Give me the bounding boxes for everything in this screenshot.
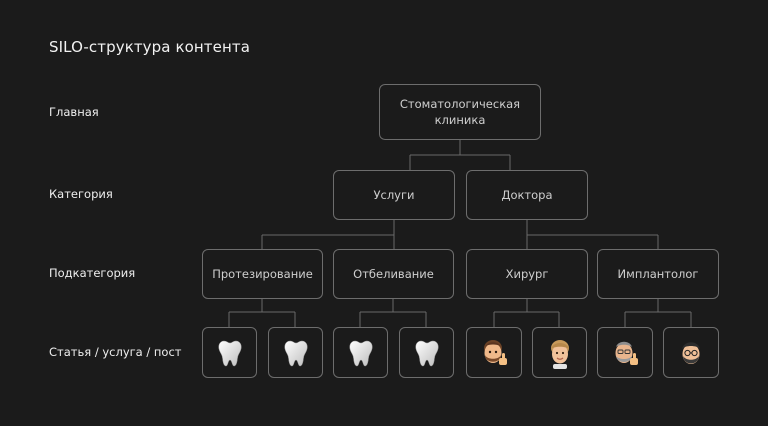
tooth-icon: [283, 339, 309, 367]
node-services: Услуги: [333, 170, 455, 220]
doctor-avatar-thumbs-up-icon: [608, 336, 642, 370]
node-surgeon: Хирург: [466, 249, 588, 299]
leaf-whitening-2: [399, 327, 454, 378]
node-root: Стоматологическая клиника: [379, 84, 541, 140]
node-root-line2: клиника: [434, 113, 486, 127]
diagram-title: SILO-структура контента: [49, 38, 250, 56]
leaf-surgeon-2: [532, 327, 587, 378]
connector-doctors-subcategories: [526, 220, 659, 249]
node-doctors: Доктора: [466, 170, 588, 220]
connector-whitening-leaves: [359, 299, 427, 327]
leaf-whitening-1: [333, 327, 388, 378]
leaf-surgeon-1: [466, 327, 522, 378]
leaf-implantologist-2: [663, 327, 719, 378]
tooth-icon: [348, 339, 374, 367]
connector-implantologist-leaves: [624, 299, 692, 327]
leaf-prosthetics-2: [268, 327, 323, 378]
node-whitening: Отбеливание: [333, 249, 454, 299]
tooth-icon: [217, 339, 243, 367]
leaf-prosthetics-1: [202, 327, 257, 378]
connector-root-categories: [409, 140, 511, 170]
node-implantologist: Имплантолог: [597, 249, 719, 299]
level-label-article: Статья / услуга / пост: [49, 345, 182, 359]
node-root-line1: Стоматологическая: [399, 97, 521, 111]
doctor-avatar-thumbs-up-icon: [477, 336, 511, 370]
level-label-home: Главная: [49, 105, 99, 119]
level-label-category: Категория: [49, 187, 113, 201]
leaf-implantologist-1: [597, 327, 653, 378]
connector-services-subcategories: [261, 220, 395, 249]
connector-prosthetics-leaves: [228, 299, 296, 327]
doctor-avatar-glasses-icon: [676, 337, 706, 369]
doctor-avatar-icon: [545, 337, 575, 369]
level-label-subcategory: Подкатегория: [49, 266, 136, 280]
tooth-icon: [414, 339, 440, 367]
connector-surgeon-leaves: [493, 299, 560, 327]
node-prosthetics: Протезирование: [202, 249, 323, 299]
